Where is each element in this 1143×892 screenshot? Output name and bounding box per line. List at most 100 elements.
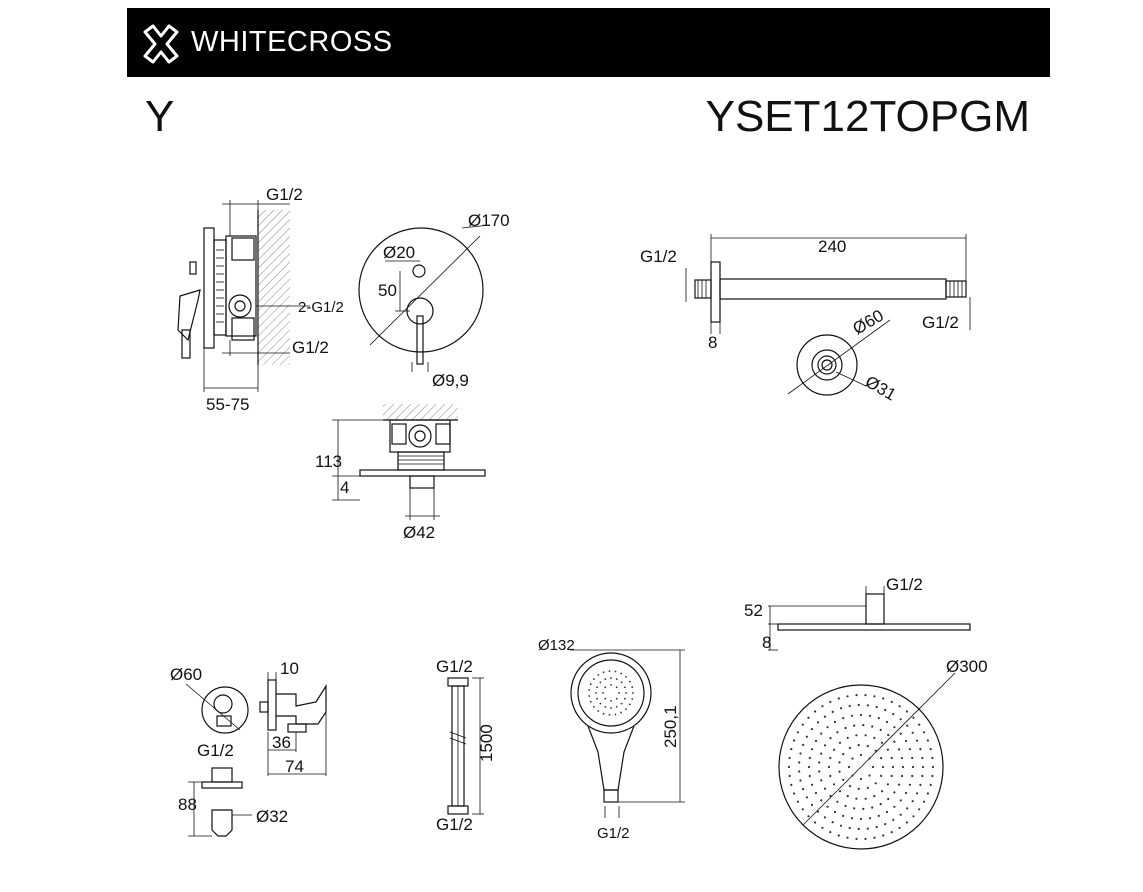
nozzle-dot bbox=[891, 765, 895, 769]
nozzle-dot bbox=[842, 717, 845, 720]
nozzle-dot bbox=[911, 765, 915, 769]
nozzle-dot bbox=[846, 695, 849, 698]
nozzle-dot bbox=[859, 753, 863, 757]
nozzle-dot bbox=[821, 826, 824, 829]
nozzle-dot bbox=[814, 739, 818, 743]
hand-shower-length: 250,1 bbox=[661, 705, 680, 748]
rain-shower-thickness: 8 bbox=[762, 633, 771, 652]
nozzle-dot bbox=[625, 708, 627, 710]
nozzle-dot bbox=[604, 686, 607, 689]
nozzle-dot bbox=[846, 736, 849, 740]
nozzle-dot bbox=[864, 694, 867, 697]
series-letter: Y bbox=[145, 92, 175, 141]
nozzle-dot bbox=[857, 703, 860, 707]
nozzle-dot bbox=[787, 765, 791, 769]
nozzle-dot bbox=[879, 803, 882, 806]
nozzle-dot bbox=[593, 706, 595, 708]
nozzle-dot bbox=[595, 692, 597, 694]
nozzle-dot bbox=[866, 745, 869, 748]
nozzle-dot bbox=[602, 712, 605, 715]
nozzle-dot bbox=[596, 697, 598, 700]
nozzle-dot bbox=[796, 800, 800, 803]
nozzle-dot bbox=[892, 818, 895, 822]
elbow-holder-diameter: Ø32 bbox=[256, 807, 288, 826]
nozzle-dot bbox=[799, 752, 802, 755]
nozzle-dot bbox=[890, 831, 893, 834]
nozzle-dot bbox=[802, 743, 805, 747]
mixer-button-diameter: Ø20 bbox=[383, 243, 415, 262]
nozzle-dot bbox=[614, 713, 617, 716]
nozzle-dot bbox=[873, 736, 876, 740]
nozzle-dot bbox=[868, 714, 872, 717]
nozzle-dot bbox=[807, 716, 810, 719]
nozzle-dot bbox=[836, 731, 839, 734]
nozzle-dot bbox=[911, 774, 914, 778]
nozzle-dot bbox=[823, 816, 827, 819]
nozzle-dot bbox=[923, 800, 926, 803]
nozzle-dot bbox=[919, 748, 922, 751]
cross-x-logo-icon bbox=[143, 24, 179, 64]
nozzle-dot bbox=[857, 787, 860, 791]
nozzle-dot bbox=[615, 697, 618, 700]
nozzle-dot bbox=[628, 703, 631, 706]
nozzle-dot bbox=[829, 774, 832, 778]
nozzle-dot bbox=[879, 728, 882, 732]
nozzle-dot bbox=[885, 810, 889, 814]
nozzle-dot bbox=[602, 692, 604, 694]
nozzle-dot bbox=[588, 689, 591, 691]
nozzle-dot bbox=[916, 739, 919, 742]
nozzle-dot bbox=[853, 724, 856, 727]
mixer-side-top-thread: G1/2 bbox=[266, 185, 303, 204]
nozzle-dot bbox=[880, 790, 884, 793]
nozzle-dot bbox=[788, 774, 791, 778]
nozzle-dot bbox=[811, 783, 814, 786]
brand-name: WHITECROSS bbox=[191, 26, 393, 58]
nozzle-dot bbox=[814, 821, 817, 824]
nozzle-dot bbox=[588, 695, 591, 697]
nozzle-dot bbox=[911, 800, 914, 803]
rain-shower-view: G1/2 52 8 Ø300 bbox=[744, 575, 988, 850]
nozzle-dot bbox=[839, 824, 843, 827]
nozzle-dot bbox=[844, 726, 847, 730]
nozzle-dot bbox=[904, 791, 908, 795]
nozzle-dot bbox=[829, 831, 832, 834]
wall-elbow-view: Ø60 G1/2 10 36 74 88 Ø32 bbox=[170, 659, 327, 837]
nozzle-dot bbox=[827, 765, 831, 769]
mixer-top-height: 113 bbox=[315, 452, 342, 471]
nozzle-dot bbox=[871, 725, 874, 728]
nozzle-dot bbox=[599, 702, 602, 705]
nozzle-dot bbox=[798, 761, 801, 764]
nozzle-dot bbox=[615, 706, 618, 708]
nozzle-dot bbox=[848, 826, 851, 830]
rain-shower-thread: G1/2 bbox=[886, 575, 923, 594]
elbow-depth-36: 36 bbox=[272, 733, 291, 752]
nozzle-dot bbox=[833, 783, 836, 786]
nozzle-dot bbox=[814, 791, 818, 795]
nozzle-dot bbox=[877, 814, 880, 818]
nozzle-dot bbox=[868, 774, 871, 777]
nozzle-dot bbox=[921, 774, 924, 778]
arm-pipe-diameter: Ø31 bbox=[862, 372, 899, 405]
nozzle-dot bbox=[929, 783, 932, 787]
hose-view: G1/2 1500 G1/2 bbox=[436, 657, 496, 834]
nozzle-dot bbox=[846, 795, 849, 798]
mixer-plate-diameter: Ø170 bbox=[468, 211, 510, 230]
nozzle-dot bbox=[829, 700, 832, 704]
nozzle-dot bbox=[620, 711, 622, 714]
hand-shower-thread: G1/2 bbox=[597, 825, 630, 842]
nozzle-dot bbox=[842, 778, 845, 782]
nozzle-dot bbox=[808, 756, 811, 760]
nozzle-dot bbox=[880, 757, 883, 760]
nozzle-dot bbox=[848, 746, 852, 750]
nozzle-dot bbox=[808, 774, 811, 778]
nozzle-dot bbox=[900, 774, 904, 778]
mixer-button-offset: 50 bbox=[378, 281, 397, 300]
nozzle-dot bbox=[857, 744, 860, 747]
nozzle-dot bbox=[866, 827, 869, 830]
nozzle-dot bbox=[912, 815, 915, 818]
nozzle-dot bbox=[842, 814, 845, 818]
nozzle-dot bbox=[826, 726, 829, 729]
nozzle-dot bbox=[614, 670, 617, 673]
nozzle-dot bbox=[838, 770, 841, 773]
nozzle-dot bbox=[918, 808, 921, 811]
